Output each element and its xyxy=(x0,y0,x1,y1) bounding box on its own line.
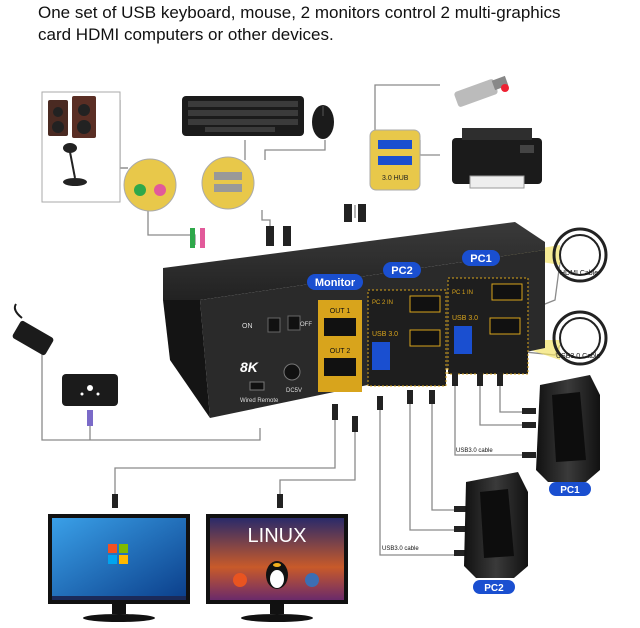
usb-cable-pc1-label: USB3.0 cable xyxy=(456,448,493,454)
pc1-badge-label: PC1 xyxy=(470,253,491,265)
power-switch xyxy=(267,317,281,333)
windows-logo-icon xyxy=(108,544,128,564)
linux-screen-text: LINUX xyxy=(248,525,307,547)
pc2-usb-port xyxy=(372,342,390,370)
pc1-tower-icon: PC1 xyxy=(536,375,600,496)
usb-hub-label: 3.0 HUB xyxy=(382,175,409,182)
wired-remote-port xyxy=(249,381,265,391)
monitor-linux: LINUX xyxy=(206,514,348,622)
monitor-windows xyxy=(48,514,190,622)
pc2-computer-label: PC2 xyxy=(484,583,504,594)
usb-hub-callout: 3.0 HUB xyxy=(369,129,421,191)
printer-icon xyxy=(452,128,542,189)
pc2-badge xyxy=(383,262,421,278)
pc2-usb-label: USB 3.0 xyxy=(372,331,398,338)
dc-jack xyxy=(283,363,301,381)
kvm-switch: Monitor PC2 PC1 OUT 1 OUT 2 PC 2 IN USB … xyxy=(163,222,545,418)
headline: One set of USB keyboard, mouse, 2 monito… xyxy=(38,2,628,46)
usb-cable-pc2-label: USB3.0 cable xyxy=(382,546,419,552)
wired-remote-icon xyxy=(62,374,118,426)
microphone-icon xyxy=(63,143,87,186)
monitor-badge xyxy=(307,274,363,290)
monitor-badge-label: Monitor xyxy=(315,277,356,289)
monitor-output-panel xyxy=(318,300,362,392)
hdmi-out-1-port xyxy=(324,318,356,336)
pc2-tower-icon: PC2 xyxy=(464,472,528,594)
pc1-in-label: PC 1 IN xyxy=(452,290,473,296)
headline-line-1: One set of USB keyboard, mouse, 2 monito… xyxy=(38,3,561,22)
usb-drive-icon xyxy=(454,75,509,107)
hdmi-out-2-port xyxy=(324,358,356,376)
hdmi-cable-label: HDMI Cable xyxy=(560,270,598,277)
pc2-badge-label: PC2 xyxy=(391,265,412,277)
pc1-usb-port xyxy=(454,326,472,354)
distro-logo-icon xyxy=(305,573,319,587)
pc1-usb-label: USB 3.0 xyxy=(452,315,478,322)
out1-label: OUT 1 xyxy=(330,308,351,315)
hdmi-cable-icon: HDMI Cable xyxy=(552,227,608,283)
audio-devices-box xyxy=(41,91,205,248)
usb-cable-icon: USB3.0 Cable xyxy=(552,310,608,366)
on-label: ON xyxy=(242,323,253,330)
power-adapter-icon xyxy=(12,303,54,356)
tux-penguin-icon xyxy=(266,561,288,589)
cable-plugs xyxy=(112,372,536,556)
pc2-in-label: PC 2 IN xyxy=(372,300,393,306)
keyboard-icon xyxy=(182,96,304,136)
kvm-side-face xyxy=(163,300,210,418)
out2-label: OUT 2 xyxy=(330,348,351,355)
off-label: OFF xyxy=(300,322,312,328)
mouse-icon xyxy=(312,105,334,139)
pc1-computer-label: PC1 xyxy=(560,485,580,496)
audio-jack-icon xyxy=(123,158,177,212)
kvm-top-face xyxy=(163,222,545,300)
pc1-badge xyxy=(462,250,500,266)
distro-logo-icon xyxy=(233,573,247,587)
usb-port-icon xyxy=(201,156,255,210)
headline-line-2: card HDMI computers or other devices. xyxy=(38,25,334,44)
8k-badge: 8K xyxy=(240,359,259,375)
wired-remote-label: Wired Remote xyxy=(240,398,279,404)
dc-label: DC5V xyxy=(286,388,302,394)
usb-cable-label: USB3.0 Cable xyxy=(556,353,600,360)
